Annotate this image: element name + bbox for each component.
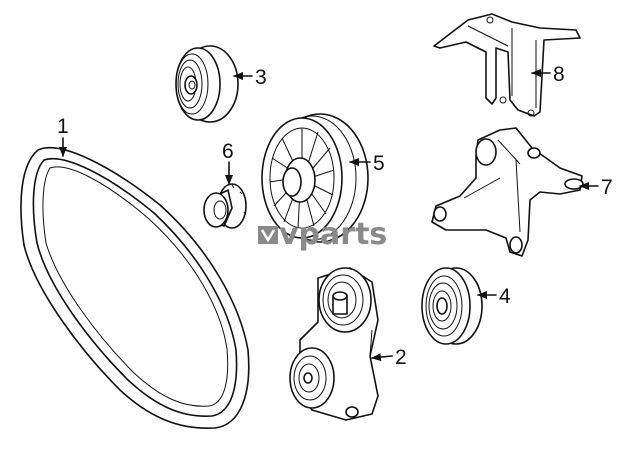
callout-labels: 1 2 3 4 5 6 7 8 [57, 63, 613, 369]
pulley-drawing [175, 45, 239, 123]
watermark: vparts [258, 217, 387, 252]
callout-6: 6 [222, 140, 234, 163]
cap-drawing [203, 183, 247, 229]
callout-8: 8 [553, 63, 565, 86]
callout-3: 3 [255, 66, 267, 89]
callout-5: 5 [373, 152, 385, 175]
callout-4: 4 [499, 285, 511, 308]
watermark-logo-icon [258, 226, 278, 244]
belt-drawing [20, 146, 250, 429]
leader-2 [371, 353, 393, 362]
fan-pulley-drawing [261, 113, 369, 243]
watermark-brand: vparts [279, 217, 387, 252]
callout-1: 1 [57, 115, 69, 138]
tensioner-drawing [289, 267, 379, 421]
callout-2: 2 [395, 346, 407, 369]
bracket-drawing [431, 127, 584, 257]
leader-lines [59, 69, 599, 362]
callout-7: 7 [601, 176, 613, 199]
idler-drawing [421, 267, 483, 345]
